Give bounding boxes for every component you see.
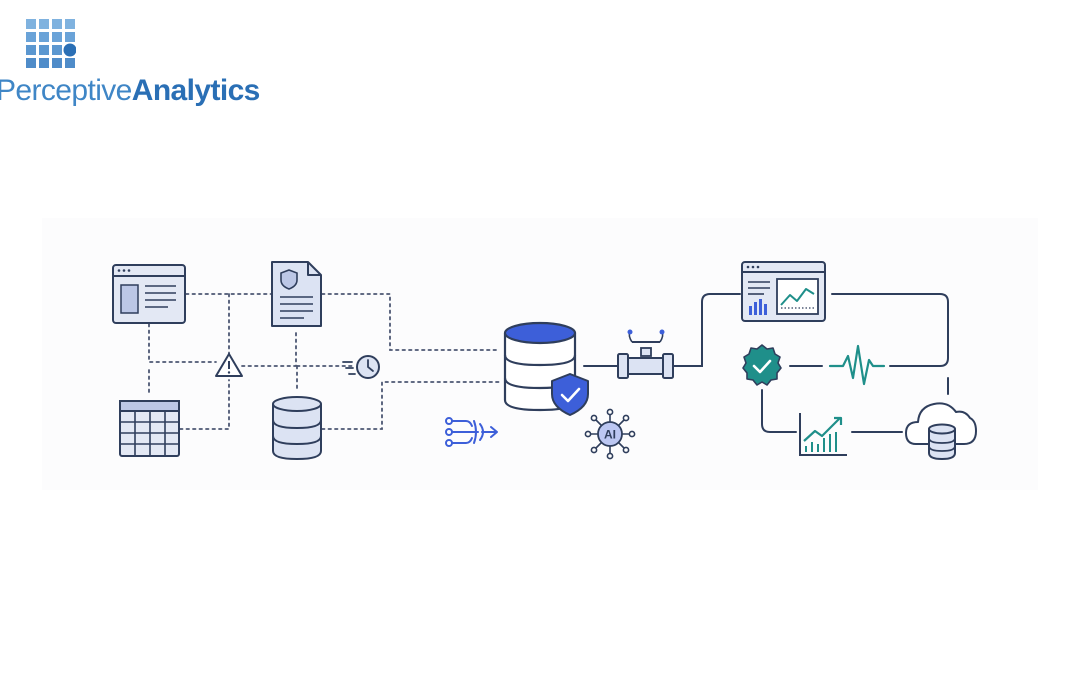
analytics-dashboard-icon bbox=[741, 261, 826, 322]
brand-name-part1: Perceptive bbox=[0, 74, 132, 107]
brand-logo: PerceptiveAnalytics bbox=[0, 14, 260, 110]
trend-chart-icon bbox=[799, 413, 847, 456]
merge-arrows-icon bbox=[445, 417, 498, 447]
web-page-source-icon bbox=[112, 264, 186, 324]
secure-document-icon bbox=[271, 261, 322, 327]
warning-icon bbox=[215, 353, 243, 377]
ai-label: AI bbox=[604, 428, 616, 442]
logo-grid-icon bbox=[26, 19, 76, 68]
verified-badge-icon bbox=[742, 344, 782, 386]
pipeline-valve-icon bbox=[617, 329, 674, 379]
heartbeat-pulse-icon bbox=[828, 344, 886, 386]
dotted-connectors bbox=[148, 293, 501, 430]
database-source-icon bbox=[272, 396, 322, 461]
solid-connectors bbox=[583, 293, 949, 433]
ai-network-icon: AI bbox=[584, 408, 636, 460]
brand-wordmark: PerceptiveAnalytics bbox=[0, 76, 260, 106]
spreadsheet-icon bbox=[119, 400, 180, 457]
cloud-database-icon bbox=[905, 402, 977, 461]
security-shield-check-icon bbox=[551, 373, 589, 416]
clock-icon bbox=[342, 355, 380, 379]
brand-name-part2: Analytics bbox=[131, 74, 261, 107]
